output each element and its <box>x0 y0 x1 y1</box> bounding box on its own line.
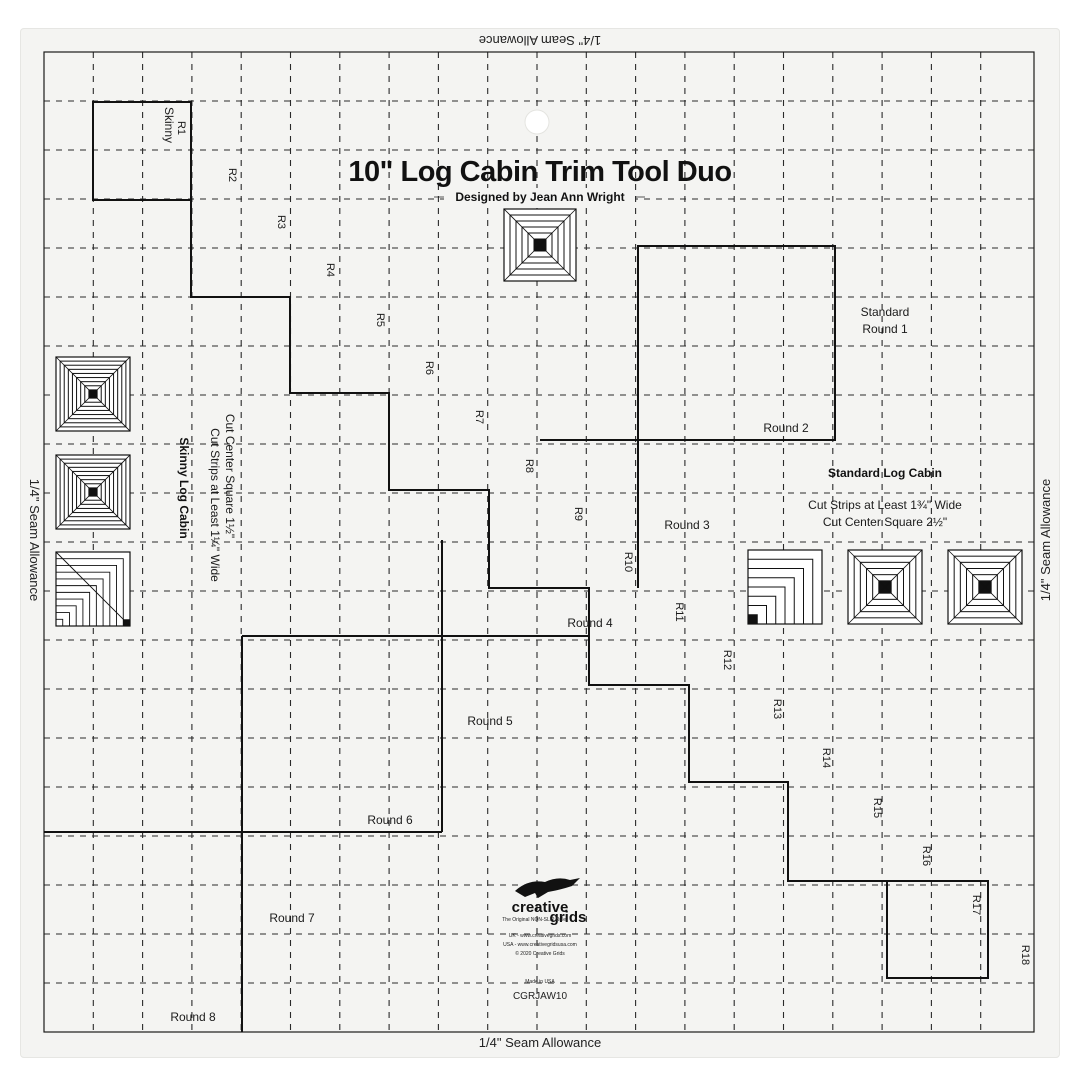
usa-site: USA - www.creativegridsusa.com <box>503 942 577 948</box>
designer-bg <box>444 188 635 204</box>
brand-name-b: grids <box>550 909 587 926</box>
r-label: R8 <box>523 459 535 473</box>
log-cabin-block-icon <box>847 549 923 625</box>
log-cabin-block-icon <box>747 549 823 625</box>
log-cabin-block-icon <box>55 356 131 432</box>
dog-logo-icon <box>515 878 580 898</box>
log-cabin-block-icon <box>55 454 131 530</box>
skinny-line1: Cut Strips at Least 1¼" Wide <box>208 428 222 582</box>
r-label: R12 <box>721 650 733 670</box>
brand-tagline: The Original NON-SLIP Ruler <box>502 917 568 923</box>
seam-top: 1/4" Seam Allowance <box>479 33 601 48</box>
r-label: R1 <box>175 121 187 135</box>
r-label: R16 <box>920 846 932 866</box>
round-3-label: Round 3 <box>664 518 710 532</box>
standard-round1-b: Round 1 <box>862 322 908 336</box>
standard-round1-a: Standard <box>861 305 910 319</box>
log-cabin-block-icon <box>55 551 131 627</box>
r-label: R3 <box>275 215 287 229</box>
standard-line1: Cut Strips at Least 1¾" Wide <box>808 498 962 512</box>
r-label: R14 <box>820 748 832 768</box>
standard-round1 <box>637 245 836 441</box>
r-label: R13 <box>771 699 783 719</box>
uk-site: UK - www.creativegrids.com <box>509 933 572 939</box>
round-8-label: Round 8 <box>170 1010 216 1024</box>
r-label: R11 <box>673 602 685 621</box>
creative-grids-logo: creative grids The Original NON-SLIP Rul… <box>502 878 586 1002</box>
hang-hole <box>524 109 550 135</box>
r-label: R5 <box>374 313 386 327</box>
r-label: R17 <box>970 895 982 915</box>
seam-left: 1/4" Seam Allowance <box>27 479 42 601</box>
skinny-line2: Cut Center Square 1½" <box>223 414 237 538</box>
r-label: R15 <box>871 798 883 818</box>
designer-credit: Designed by Jean Ann Wright <box>455 190 624 204</box>
r-label: R18 <box>1019 945 1031 965</box>
skinny-heading: Skinny Log Cabin <box>177 437 191 538</box>
product-code: CGRJAW10 <box>513 991 568 1002</box>
log-cabin-block-icon <box>503 208 577 282</box>
round-6-label: Round 6 <box>367 813 413 827</box>
standard-line2: Cut Center Square 2½" <box>823 515 947 529</box>
seam-bottom: 1/4" Seam Allowance <box>479 1035 601 1050</box>
r-label: R9 <box>572 507 584 521</box>
r-label: R10 <box>622 552 634 572</box>
page-title: 10" Log Cabin Trim Tool Duo <box>348 156 731 188</box>
log-cabin-block-icon <box>947 549 1023 625</box>
brand-name-a: creative <box>512 899 569 916</box>
skinny-r1-word: Skinny <box>162 107 176 143</box>
copyright: © 2020 Creative Grids <box>515 950 565 957</box>
r-label: R4 <box>324 263 336 277</box>
r-label: R6 <box>423 361 435 375</box>
ruler-border <box>43 51 1035 1033</box>
standard-heading: Standard Log Cabin <box>828 466 942 480</box>
round-5-label: Round 5 <box>467 714 513 728</box>
made-in: Made in USA <box>525 979 555 985</box>
round-2-label: Round 2 <box>763 421 809 435</box>
r-label: R7 <box>473 410 485 424</box>
r-labels: R1R2R3R4R5R6R7R8R9R10R11R12R13R14R15R16R… <box>175 121 1031 965</box>
block-icons <box>55 208 1023 627</box>
round-7-label: Round 7 <box>269 911 315 925</box>
trim-lines <box>44 101 989 1032</box>
seam-right: 1/4" Seam Allowance <box>1038 479 1053 601</box>
round-4-label: Round 4 <box>567 616 613 630</box>
r-label: R2 <box>226 168 238 182</box>
